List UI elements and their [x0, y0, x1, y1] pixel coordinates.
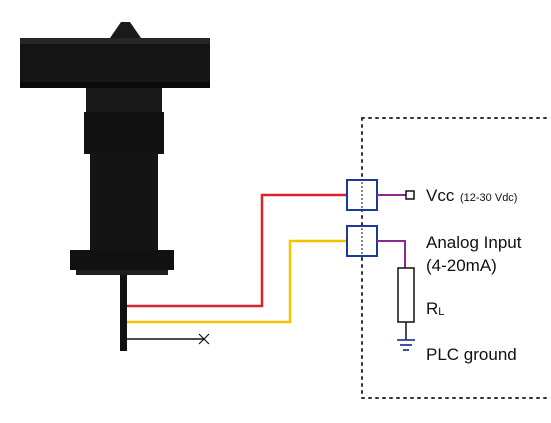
resistor-main-label: R [426, 299, 438, 318]
vcc-label: Vcc [426, 186, 455, 205]
ground-symbol-icon [397, 339, 415, 351]
yellow-wire [127, 239, 347, 324]
plc-ground-label: PLC ground [426, 345, 517, 364]
resistor-sub-label: L [438, 306, 444, 318]
not-connected-x-icon [198, 333, 210, 345]
sensor-probe-icon [20, 22, 210, 351]
analog-range-label: (4-20mA) [426, 256, 497, 275]
analog-input-path [377, 240, 406, 268]
resistor-label: RL [426, 299, 444, 318]
vcc-connection [377, 190, 415, 200]
terminal-block-vcc-icon [346, 179, 378, 211]
plc-boundary [361, 117, 551, 399]
resistor-icon [397, 267, 415, 323]
terminal-block-analog-icon [346, 225, 378, 257]
red-wire [127, 193, 347, 308]
vcc-terminal-icon [405, 190, 415, 200]
vcc-range-label: (12-30 Vdc) [460, 192, 517, 204]
analog-input-label: Analog Input [426, 233, 522, 252]
